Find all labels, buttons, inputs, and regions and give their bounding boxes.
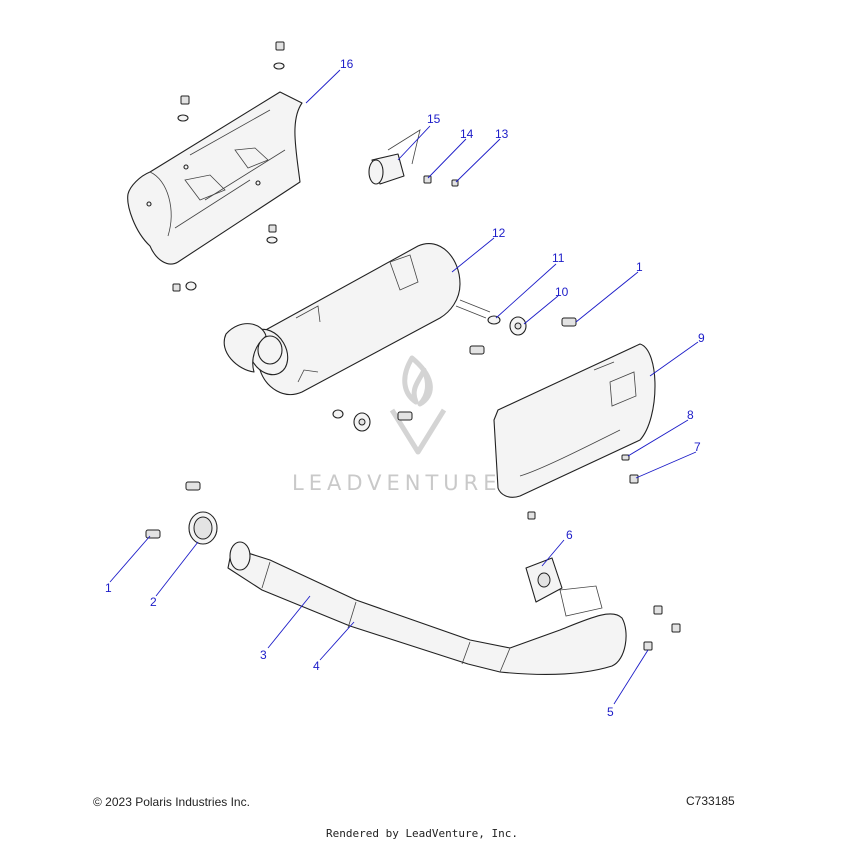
part-5-bolts — [643, 605, 681, 651]
callout-15: 15 — [427, 112, 441, 126]
callout-3: 3 — [260, 648, 267, 662]
callout-11: 11 — [552, 251, 565, 265]
part-6-gasket — [525, 557, 563, 603]
part-2-exhaust-seal — [188, 511, 218, 545]
callout-2: 2 — [150, 595, 157, 609]
part-14-screw — [423, 175, 432, 184]
part-11-washer — [487, 315, 501, 325]
callout-10: 10 — [555, 285, 569, 299]
part-12-muffler — [223, 243, 491, 396]
callout-6: 6 — [566, 528, 573, 542]
callout-9: 9 — [698, 331, 705, 345]
callout-1-upper: 1 — [636, 260, 643, 274]
figure-code: C733185 — [686, 794, 735, 808]
part-15-tailpipe-tip — [368, 129, 421, 185]
callout-5: 5 — [607, 705, 614, 719]
copyright-text: © 2023 Polaris Industries Inc. — [93, 795, 250, 809]
callout-4: 4 — [313, 659, 320, 673]
part-16-upper-heat-shield — [127, 91, 303, 265]
part-7-screw — [629, 474, 639, 484]
leader-lines — [109, 69, 699, 705]
part-10-grommet — [509, 316, 527, 336]
callout-8: 8 — [687, 408, 694, 422]
rendered-by-text: Rendered by LeadVenture, Inc. — [325, 827, 519, 840]
muffler-mount-grommets — [332, 409, 371, 432]
callout-13: 13 — [495, 127, 509, 141]
callout-1-lower: 1 — [105, 581, 112, 595]
callout-14: 14 — [460, 127, 474, 141]
watermark-text: LEADVENTURE — [292, 471, 502, 495]
callout-12: 12 — [492, 226, 506, 240]
leadventure-watermark-logo: LEADVENTURE — [292, 355, 502, 495]
callout-labels: 16 15 14 13 12 11 10 1 9 8 7 6 1 2 3 4 5 — [105, 57, 705, 719]
shield-9-screw — [527, 511, 536, 520]
heat-shield-16-fasteners — [172, 41, 285, 292]
part-9-lower-heat-shield — [493, 343, 656, 498]
part-3-4-exhaust-pipe — [227, 541, 627, 676]
callout-7: 7 — [694, 440, 701, 454]
callout-16: 16 — [340, 57, 354, 71]
part-8-clip — [621, 454, 630, 461]
